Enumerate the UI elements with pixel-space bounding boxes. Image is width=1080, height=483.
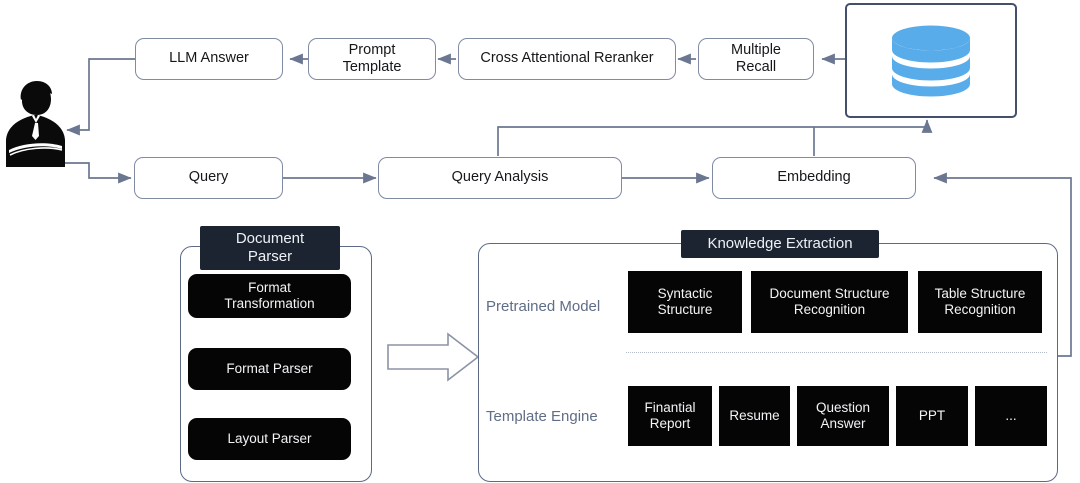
box-label: Multiple Recall [731,41,781,75]
block-format-transformation[interactable]: Format Transformation [188,274,351,318]
block-ellipsis[interactable]: ... [975,386,1047,446]
box-query-analysis[interactable]: Query Analysis [378,157,622,199]
box-label: Query [188,169,229,186]
block-layout-parser[interactable]: Layout Parser [188,418,351,460]
box-query[interactable]: Query [134,157,283,199]
row-label-template-engine: Template Engine [486,408,598,425]
box-vector-database[interactable] [845,3,1017,118]
box-label: Embedding [777,169,851,186]
block-label: Format Parser [226,360,313,376]
block-arrow-right-icon [387,332,480,382]
block-label: Format Transformation [224,279,315,311]
panel-title-knowledge-extraction: Knowledge Extraction [681,230,879,258]
block-syntactic-structure[interactable]: Syntactic Structure [628,271,742,333]
block-document-structure-recognition[interactable]: Document Structure Recognition [751,271,908,333]
block-label: Syntactic Structure [657,285,713,317]
block-resume[interactable]: Resume [719,386,790,446]
panel-title-label: Knowledge Extraction [707,235,853,253]
block-label: Resume [729,407,780,423]
block-format-parser[interactable]: Format Parser [188,348,351,390]
panel-title-label: Document Parser [235,230,305,265]
block-question-answer[interactable]: Question Answer [797,386,889,446]
section-divider [626,352,1047,353]
box-multiple-recall[interactable]: Multiple Recall [698,38,814,80]
panel-title-document-parser: Document Parser [200,226,340,270]
database-icon [892,25,970,96]
block-label: Question Answer [815,399,871,431]
block-label: ... [1005,407,1017,423]
box-label: Prompt Template [342,41,402,75]
block-label: Table Structure Recognition [934,285,1026,317]
box-llm-answer[interactable]: LLM Answer [135,38,283,80]
box-label: Query Analysis [451,169,549,186]
block-ppt[interactable]: PPT [896,386,968,446]
block-label: Document Structure Recognition [769,285,890,317]
box-label: LLM Answer [169,50,249,67]
user-person-icon [4,78,66,170]
box-label: Cross Attentional Reranker [480,50,654,67]
box-cross-attentional-reranker[interactable]: Cross Attentional Reranker [458,38,676,80]
block-label: PPT [918,407,946,423]
box-embedding[interactable]: Embedding [712,157,916,199]
box-prompt-template[interactable]: Prompt Template [308,38,436,80]
block-label: Finantial Report [644,399,696,431]
block-finantial-report[interactable]: Finantial Report [628,386,712,446]
block-table-structure-recognition[interactable]: Table Structure Recognition [918,271,1042,333]
block-label: Layout Parser [227,430,312,446]
row-label-pretrained-model: Pretrained Model [486,298,601,315]
